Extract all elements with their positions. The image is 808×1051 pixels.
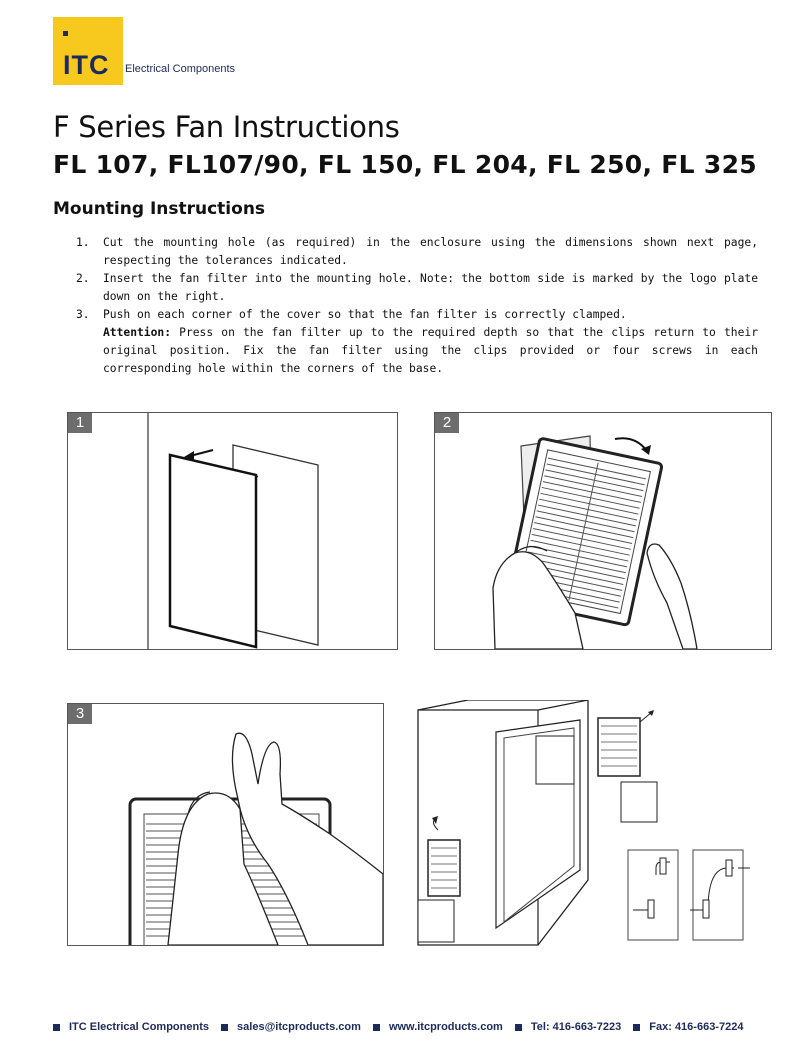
footer-website-link[interactable]: www.itcproducts.com xyxy=(388,1021,503,1033)
section-heading: Mounting Instructions xyxy=(53,199,266,219)
step-text: Cut the mounting hole (as required) in t… xyxy=(103,236,758,267)
figure-3-panel: 3 xyxy=(67,703,384,946)
page-title: F Series Fan Instructions xyxy=(53,110,400,144)
footer-bullet-icon xyxy=(514,1023,522,1031)
step-number: 2. xyxy=(76,272,90,285)
model-list: FL 107, FL107/90, FL 150, FL 204, FL 250… xyxy=(53,150,757,179)
figure-2-illustration xyxy=(492,435,698,649)
figure-3-badge: 3 xyxy=(68,704,92,724)
instruction-step: 1. Cut the mounting hole (as required) i… xyxy=(76,234,758,270)
footer: ITC Electrical Components sales@itcprodu… xyxy=(53,1021,763,1033)
step-number: 1. xyxy=(76,236,90,249)
step-text: Push on each corner of the cover so that… xyxy=(103,308,627,321)
footer-tel: Tel: 416-663-7223 xyxy=(530,1021,622,1033)
cabinet-illustration xyxy=(417,699,750,946)
attention-label: Attention: xyxy=(103,326,172,339)
footer-company: ITC Electrical Components xyxy=(69,1021,209,1033)
logo-dot xyxy=(63,31,68,36)
figure-1-panel: 1 xyxy=(67,412,398,650)
figure-2-badge: 2 xyxy=(435,413,459,433)
footer-bullet-icon xyxy=(633,1023,641,1031)
logo-mark: ITC xyxy=(63,50,110,80)
figure-2-panel: 2 xyxy=(434,412,772,650)
footer-bullet-icon xyxy=(221,1023,229,1031)
footer-bullet-icon xyxy=(53,1023,60,1031)
figure-3-illustration xyxy=(128,732,383,945)
itc-logo: ITC xyxy=(53,17,123,85)
footer-email-link[interactable]: sales@itcproducts.com xyxy=(237,1021,361,1033)
footer-fax: Fax: 416-663-7224 xyxy=(649,1021,744,1033)
figure-1-illustration xyxy=(147,413,319,649)
figure-1-badge: 1 xyxy=(68,413,92,433)
step-text: Insert the fan filter into the mounting … xyxy=(103,272,758,303)
footer-bullet-icon xyxy=(372,1023,380,1031)
instruction-step: 3. Push on each corner of the cover so t… xyxy=(76,306,758,378)
attention-text: Press on the fan filter up to the requir… xyxy=(103,326,758,375)
logo-subtitle: Electrical Components xyxy=(125,63,236,75)
instruction-list: 1. Cut the mounting hole (as required) i… xyxy=(76,234,758,378)
instruction-step: 2. Insert the fan filter into the mounti… xyxy=(76,270,758,306)
figure-4-illustration xyxy=(408,699,766,950)
step-number: 3. xyxy=(76,308,90,321)
